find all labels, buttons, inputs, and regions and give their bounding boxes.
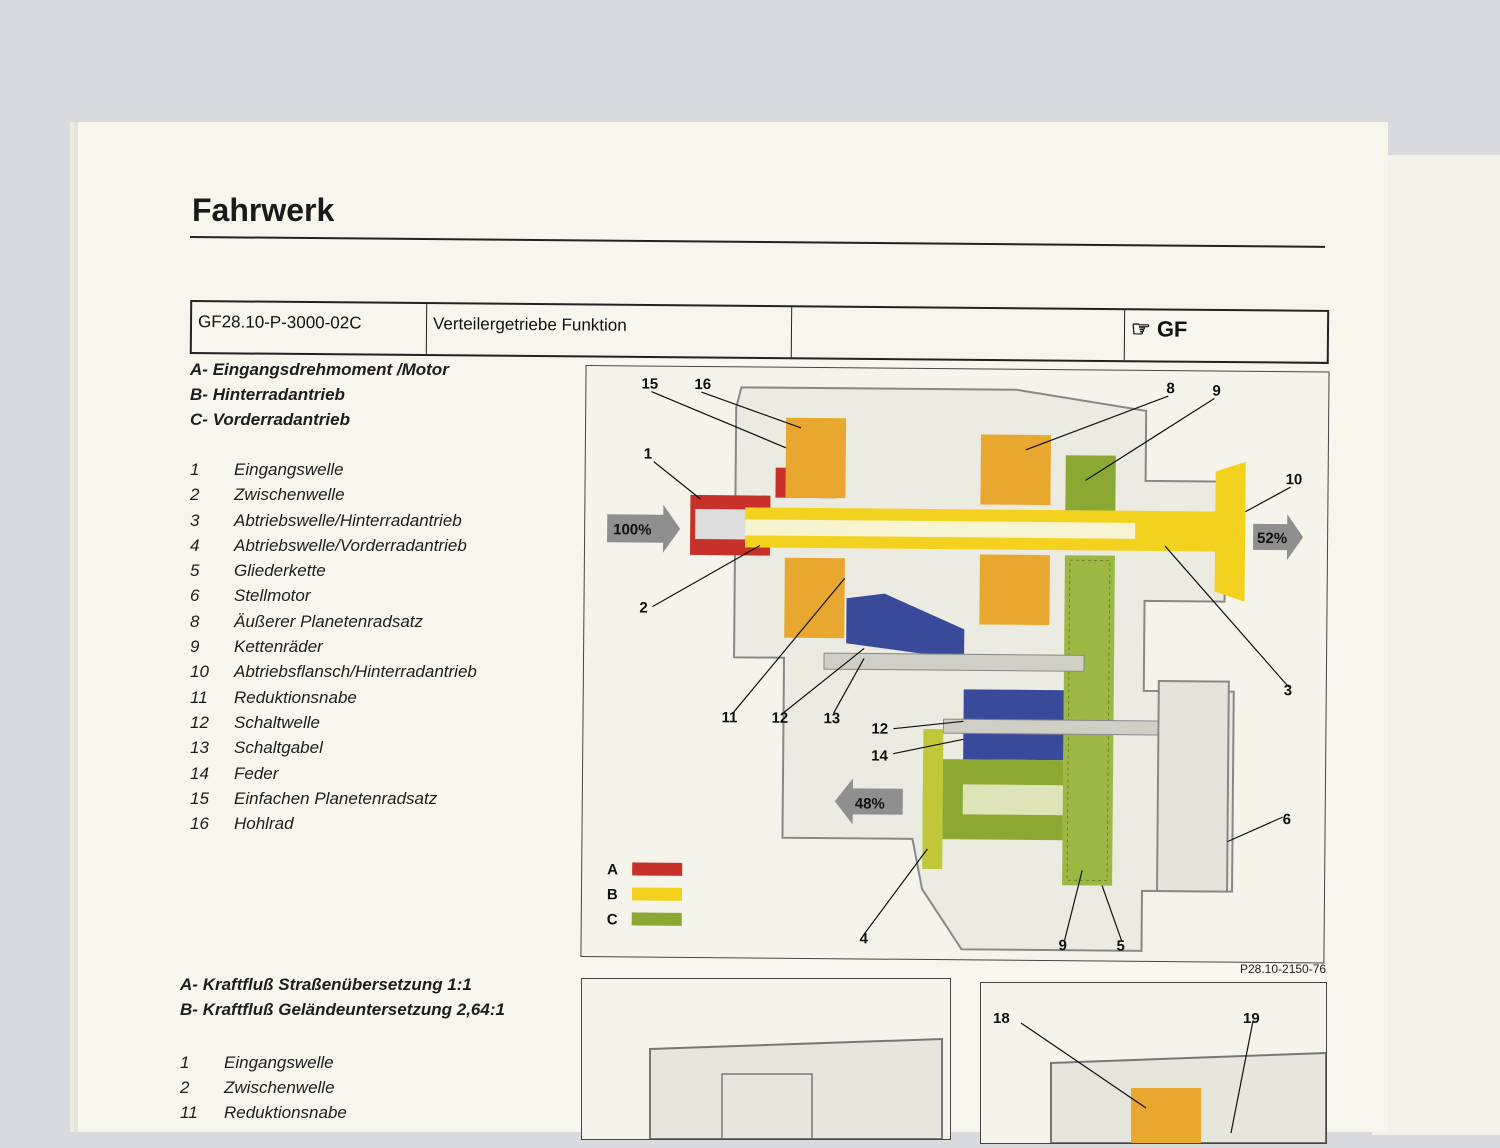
rear-percent: 52% xyxy=(1257,530,1287,547)
callout-line xyxy=(1020,1022,1147,1109)
callout-19: 19 xyxy=(1243,1010,1260,1027)
transfer-case-diagram: 100% 52% 48% A B C xyxy=(580,365,1330,964)
callout-2: 2 xyxy=(639,599,647,616)
front-output-flange xyxy=(922,728,944,870)
planetary-gear xyxy=(1131,1088,1201,1143)
shift-shaft-lower xyxy=(942,718,1165,736)
front-shaft-core xyxy=(962,784,1063,816)
shift-shaft xyxy=(823,652,1085,672)
upper-sprocket xyxy=(1065,455,1116,511)
callout-3: 3 xyxy=(1284,682,1292,699)
figure-code: P28.10-2150-76 xyxy=(1240,962,1327,976)
callout-18: 18 xyxy=(993,1010,1010,1027)
front-percent: 48% xyxy=(855,795,885,812)
logo-text: GF xyxy=(1156,316,1188,342)
callout-15: 15 xyxy=(641,375,658,392)
group-item: A- Kraftfluß Straßenübersetzung 1:1 xyxy=(180,975,472,994)
doc-code: GF28.10-P-3000-02C xyxy=(191,302,428,355)
callout-6: 6 xyxy=(1283,811,1291,828)
doc-empty-cell xyxy=(791,307,1126,361)
shaft-core xyxy=(745,519,1136,539)
callout-lines xyxy=(651,391,1291,941)
offroad-ratio-diagram: 18 19 xyxy=(980,982,1327,1144)
callout-12b: 12 xyxy=(871,721,888,738)
callout-4: 4 xyxy=(860,930,869,947)
color-swatch-b xyxy=(631,887,683,901)
color-legend-a-letter: A xyxy=(607,861,618,878)
callout-16: 16 xyxy=(694,376,711,393)
document-header-table: GF28.10-P-3000-02C Verteilergetriebe Fun… xyxy=(189,300,1330,364)
color-legend-c-letter: C xyxy=(607,911,618,928)
doc-logo: ☞ GF xyxy=(1125,310,1327,362)
front-arrow xyxy=(834,778,903,825)
hand-pointer-icon: ☞ xyxy=(1130,316,1151,342)
group-item: C- Vorderradantrieb xyxy=(190,410,350,429)
callout-14: 14 xyxy=(871,748,888,765)
road-ratio-drawing xyxy=(649,1037,943,1140)
rear-arrow xyxy=(1252,514,1304,561)
legend-list: A- Eingangsdrehmoment /Motor B- Hinterra… xyxy=(190,360,570,839)
facing-page-edge xyxy=(1372,155,1500,1135)
callout-9b: 9 xyxy=(1058,937,1066,954)
callout-8: 8 xyxy=(1166,380,1174,397)
planetary-lower xyxy=(784,557,845,639)
color-swatch-c xyxy=(631,912,682,926)
callout-line xyxy=(1230,1020,1254,1134)
planetary-upper xyxy=(785,417,847,499)
callout-5: 5 xyxy=(1116,938,1124,955)
output-flange-10 xyxy=(1214,461,1246,602)
actuator-motor xyxy=(1156,680,1230,893)
group-item: A- Eingangsdrehmoment /Motor xyxy=(190,360,449,379)
group-item: B- Hinterradantrieb xyxy=(190,385,345,404)
callout-1: 1 xyxy=(644,446,652,463)
input-percent: 100% xyxy=(613,521,652,538)
offroad-ratio-drawing: 18 19 xyxy=(993,1010,1327,1144)
outer-planetary-lower xyxy=(979,554,1050,626)
group-item: B- Kraftfluß Geländeuntersetzung 2,64:1 xyxy=(180,1000,505,1019)
input-arrow xyxy=(607,504,681,553)
color-legend-b-letter: B xyxy=(607,886,618,903)
outer-planetary-upper xyxy=(980,434,1051,506)
color-swatch-a xyxy=(632,862,683,876)
transfer-case-drawing: 100% 52% 48% A B C xyxy=(607,375,1304,955)
page-title: Fahrwerk xyxy=(192,192,335,228)
callout-12: 12 xyxy=(771,710,788,727)
callout-9: 9 xyxy=(1212,382,1220,399)
road-ratio-diagram xyxy=(581,978,951,1140)
housing-outline xyxy=(649,1037,943,1140)
callout-13: 13 xyxy=(823,710,840,727)
section2-legend: A- Kraftfluß Straßenübersetzung 1:1 B- K… xyxy=(180,975,505,1128)
doc-description: Verteilergetriebe Funktion xyxy=(426,304,793,358)
shift-fork-upper xyxy=(846,593,965,660)
callout-10: 10 xyxy=(1286,471,1303,488)
callout-11: 11 xyxy=(721,709,737,726)
